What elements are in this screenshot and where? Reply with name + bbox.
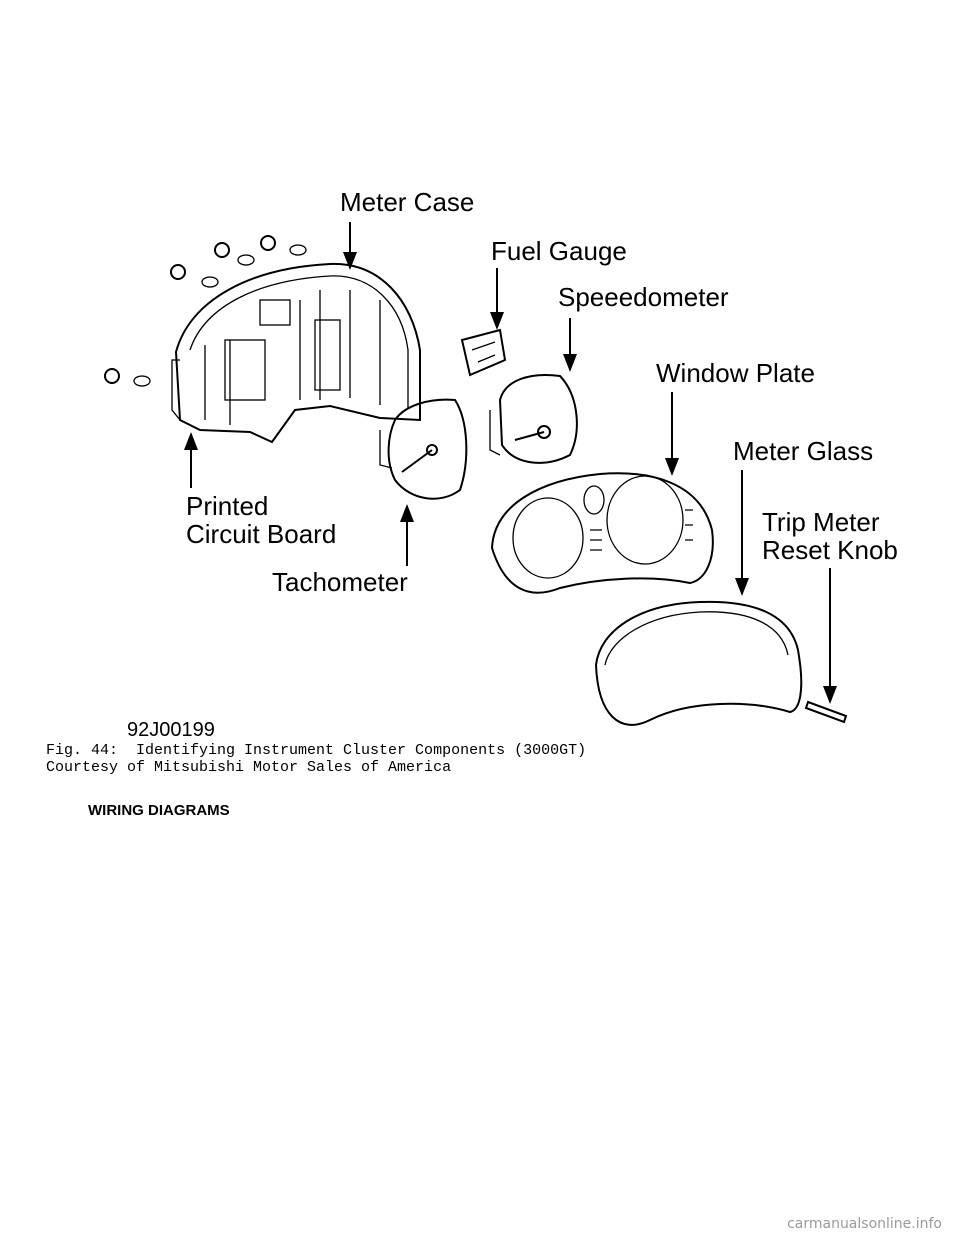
label-trip-meter-line1: Trip Meter: [762, 507, 880, 537]
section-heading: WIRING DIAGRAMS: [88, 802, 230, 819]
fuel-gauge-drawing: [460, 328, 507, 377]
label-meter-glass: Meter Glass: [733, 436, 873, 466]
bulb-sockets: [104, 235, 307, 387]
figure-caption-credit: Courtesy of Mitsubishi Motor Sales of Am…: [46, 759, 452, 776]
meter-case-drawing: [171, 262, 421, 444]
label-tachometer: Tachometer: [272, 567, 408, 597]
figure-caption-title: Fig. 44: Identifying Instrument Cluster …: [46, 742, 587, 759]
label-window-plate: Window Plate: [656, 358, 815, 388]
instrument-cluster-exploded-diagram: Meter Case Fuel Gauge Speeedometer Windo…: [104, 187, 898, 741]
tachometer-drawing: [379, 398, 468, 500]
window-plate-drawing: [490, 472, 714, 594]
label-fuel-gauge: Fuel Gauge: [491, 236, 627, 266]
figure-code: 92J00199: [127, 719, 215, 741]
label-pcb-line1: Printed: [186, 491, 268, 521]
label-speedometer: Speeedometer: [558, 282, 729, 312]
speedometer-drawing: [489, 374, 578, 464]
label-meter-case: Meter Case: [340, 187, 474, 217]
callout-arrows: [184, 222, 837, 704]
watermark-text: carmanualsonline.info: [787, 1216, 942, 1232]
meter-glass-drawing: [594, 600, 803, 726]
label-trip-meter-line2: Reset Knob: [762, 535, 898, 565]
label-pcb-line2: Circuit Board: [186, 519, 336, 549]
trip-knob-drawing: [804, 700, 848, 724]
